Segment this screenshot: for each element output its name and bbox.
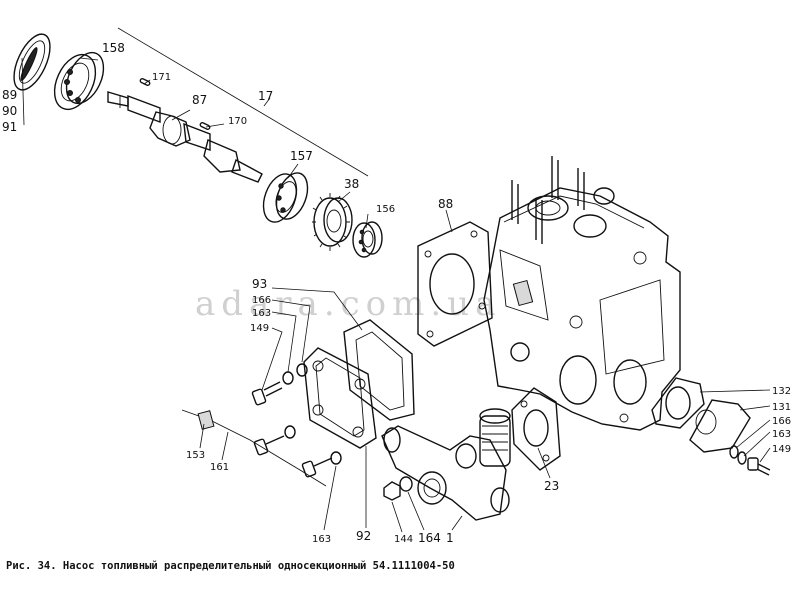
gasket-132 bbox=[651, 377, 705, 429]
callout-88: 88 bbox=[438, 197, 453, 211]
washer-163c bbox=[737, 451, 747, 465]
washer-163a bbox=[282, 371, 294, 385]
callout-91: 91 bbox=[2, 120, 17, 134]
callout-131: 131 bbox=[772, 402, 791, 413]
callout-132: 132 bbox=[772, 386, 791, 397]
bearing-157 bbox=[262, 172, 309, 223]
washer-164 bbox=[399, 476, 413, 492]
callout-170: 170 bbox=[228, 116, 247, 127]
washer-lower-a bbox=[284, 425, 296, 439]
gear-38 bbox=[312, 193, 353, 251]
bearing-158 bbox=[53, 51, 105, 111]
callout-92: 92 bbox=[356, 529, 371, 543]
bolt-lower bbox=[253, 435, 333, 478]
washer-166a bbox=[296, 363, 308, 377]
callout-89: 89 bbox=[2, 88, 17, 102]
gasket-88 bbox=[417, 221, 493, 347]
callout-166-right: 166 bbox=[772, 416, 791, 427]
callout-161: 161 bbox=[210, 462, 229, 473]
callout-17: 17 bbox=[258, 89, 273, 103]
washer-lower-b bbox=[330, 451, 342, 465]
callout-38: 38 bbox=[344, 177, 359, 191]
callout-153: 153 bbox=[186, 450, 205, 461]
leader-lines bbox=[21, 27, 771, 533]
seal-153 bbox=[197, 410, 215, 430]
callout-90: 90 bbox=[2, 104, 17, 118]
cover-131 bbox=[689, 399, 751, 453]
callout-149-left: 149 bbox=[250, 323, 269, 334]
callout-166-left: 166 bbox=[252, 295, 271, 306]
key-170 bbox=[199, 122, 211, 130]
bolt-149a bbox=[251, 381, 283, 406]
callout-87: 87 bbox=[192, 93, 207, 107]
callout-157: 157 bbox=[290, 149, 313, 163]
gasket-23 bbox=[511, 387, 561, 471]
callout-158: 158 bbox=[102, 41, 125, 55]
cover-92 bbox=[303, 347, 377, 449]
callout-1: 1 bbox=[446, 531, 454, 545]
bearing-156 bbox=[352, 221, 383, 258]
callout-23: 23 bbox=[544, 479, 559, 493]
valve-assembly bbox=[381, 408, 511, 521]
seal-ring bbox=[13, 33, 51, 91]
callout-163-left: 163 bbox=[252, 308, 271, 319]
callout-163-right: 163 bbox=[772, 429, 791, 440]
watermark-text: adara.com.ua bbox=[195, 284, 501, 324]
callout-93: 93 bbox=[252, 277, 267, 291]
callout-171: 171 bbox=[152, 72, 171, 83]
nut-144 bbox=[383, 481, 401, 501]
pump-body bbox=[483, 156, 681, 431]
callout-144: 144 bbox=[394, 534, 413, 545]
callout-163-bottom: 163 bbox=[312, 534, 331, 545]
callout-156: 156 bbox=[376, 204, 395, 215]
key-171 bbox=[139, 78, 151, 86]
bolt-149b bbox=[747, 457, 771, 476]
washer-166b bbox=[729, 445, 739, 459]
gasket-93 bbox=[343, 319, 415, 421]
callout-149-right: 149 bbox=[772, 444, 791, 455]
callout-164: 164 bbox=[418, 531, 441, 545]
figure-caption: Рис. 34. Насос топливный распределительн… bbox=[6, 560, 455, 572]
camshaft bbox=[107, 91, 263, 183]
